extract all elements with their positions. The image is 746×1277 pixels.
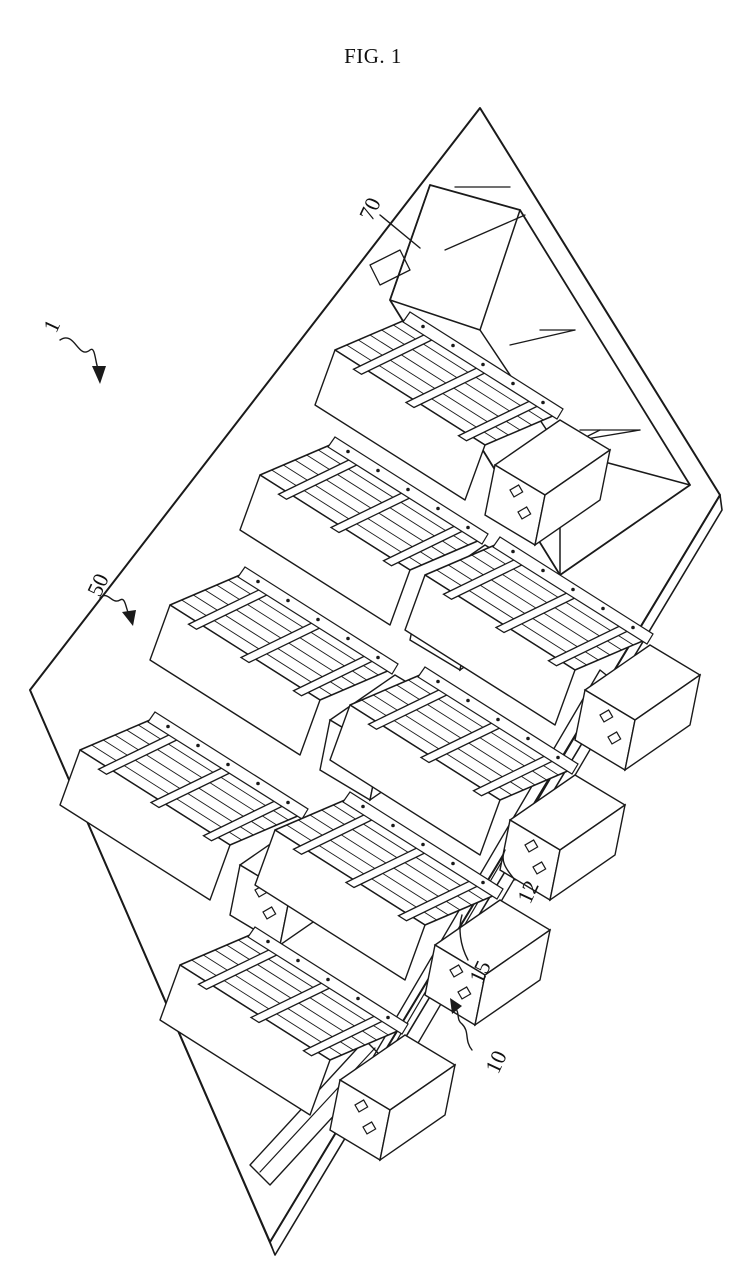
- module-group: [60, 312, 700, 1160]
- label-70: 70: [354, 194, 386, 225]
- label-50: 50: [82, 570, 114, 601]
- label-1: 1: [38, 316, 65, 337]
- label-10: 10: [480, 1047, 512, 1078]
